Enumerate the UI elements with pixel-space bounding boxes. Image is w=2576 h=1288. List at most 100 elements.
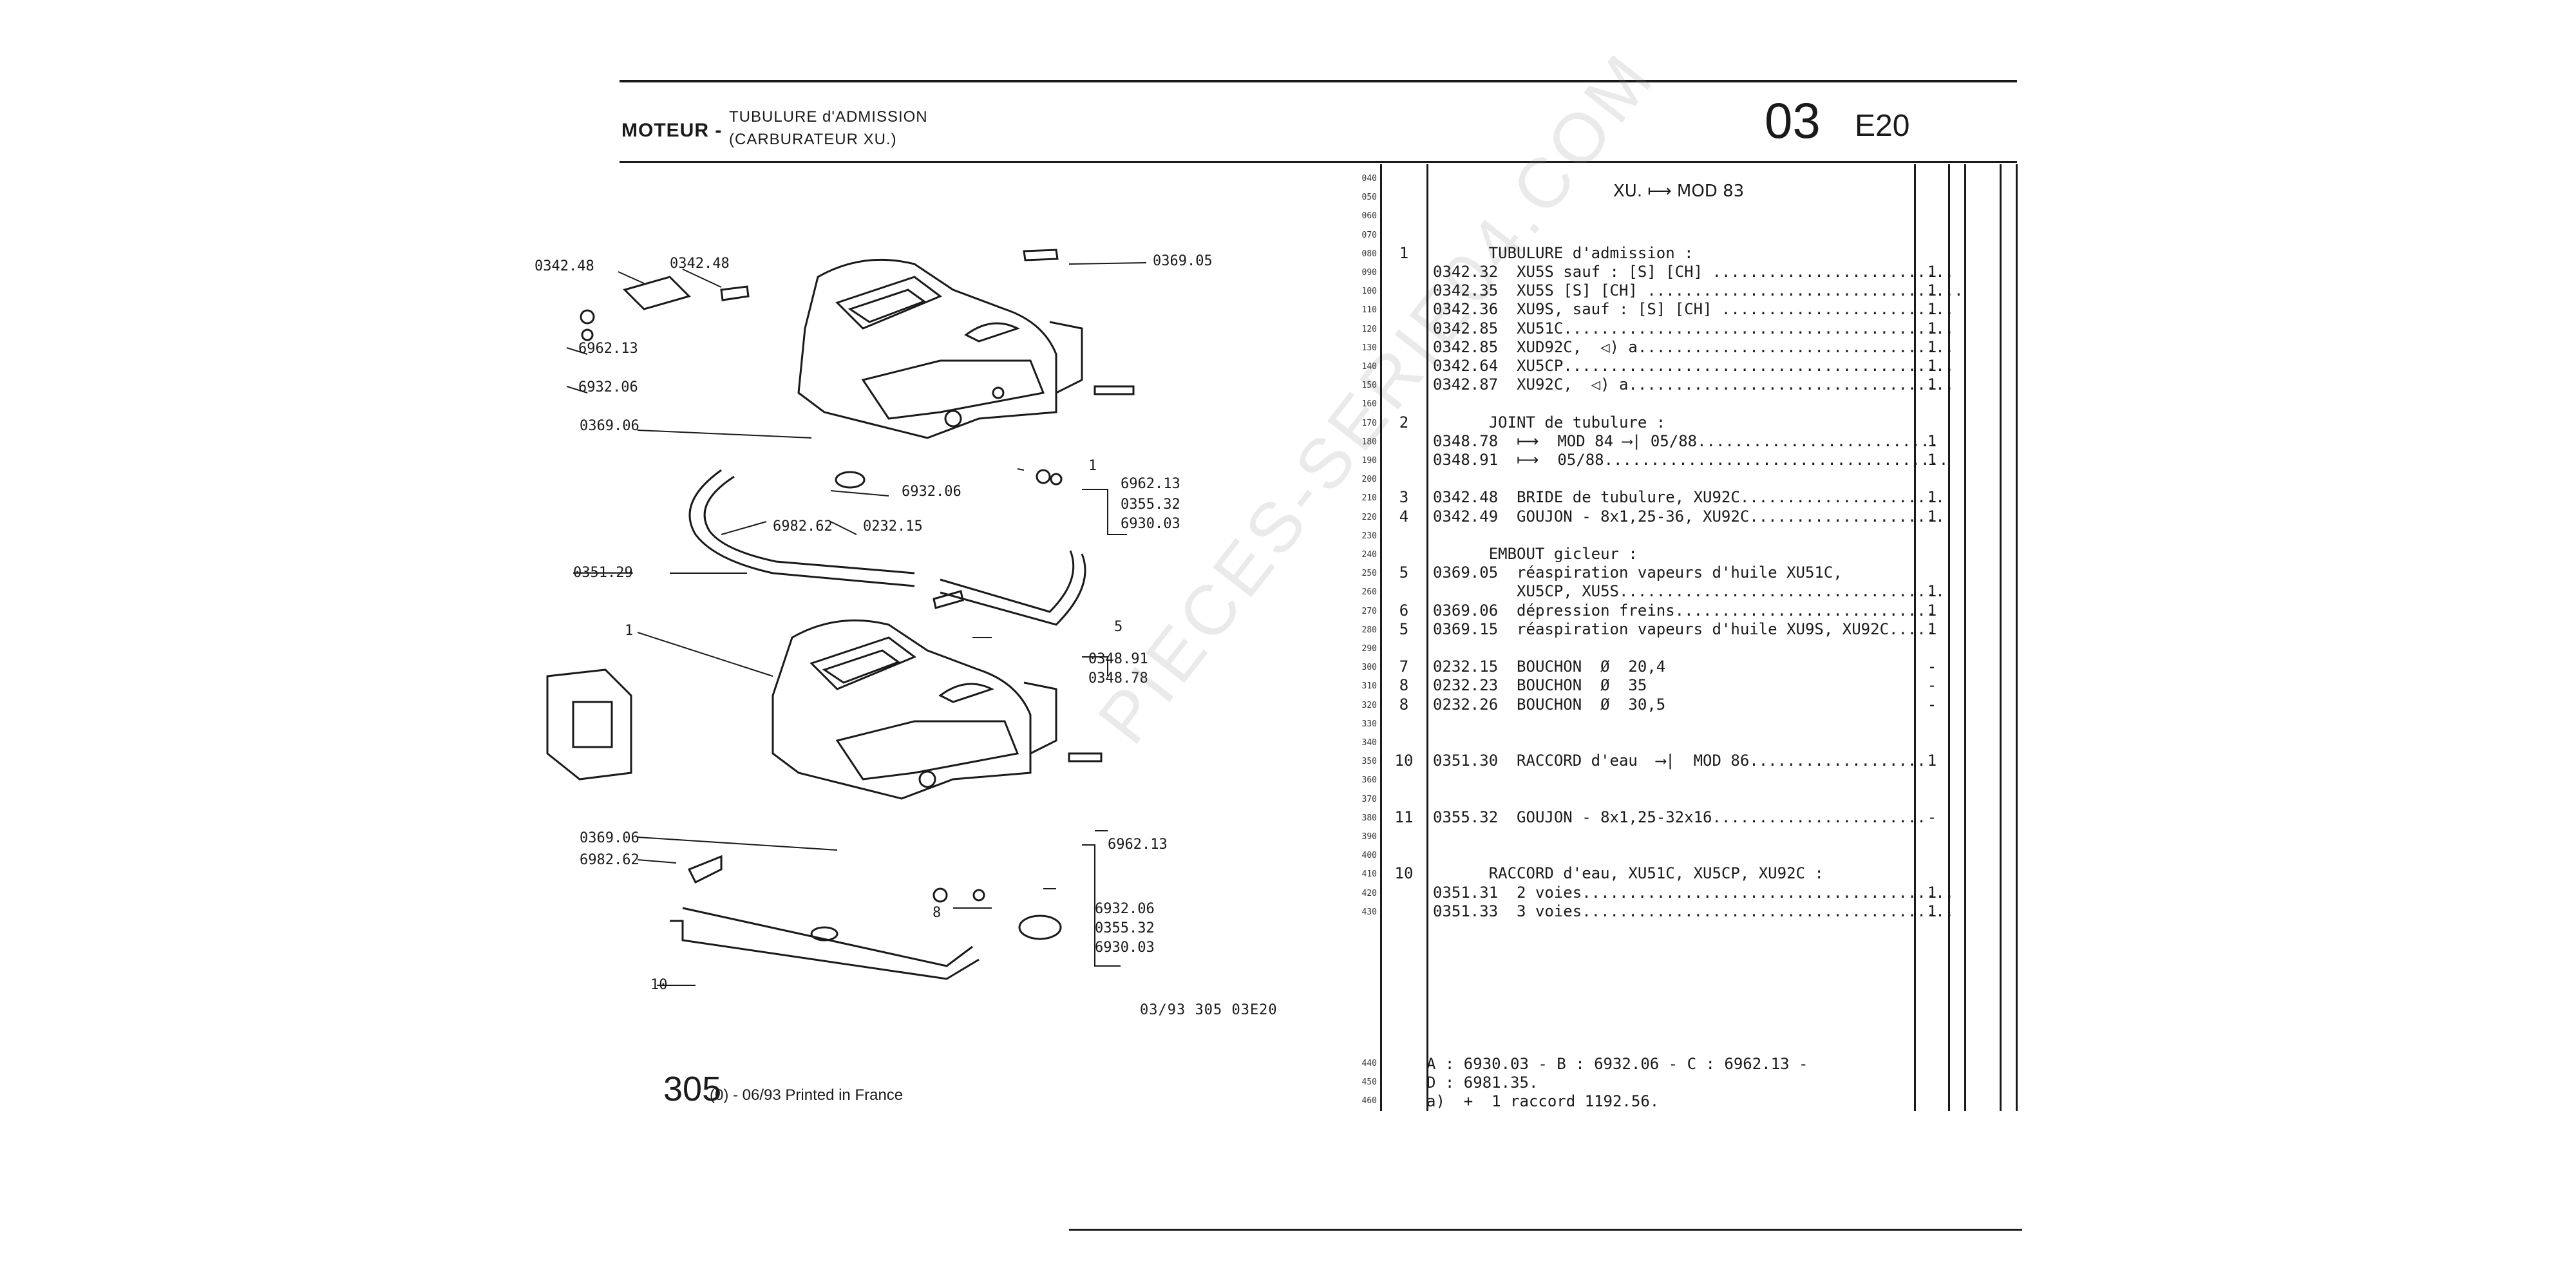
callout-0342-48-b: 0342.48 (670, 256, 730, 272)
row-description: 0351.30 RACCORD d'eau ⟶| MOD 86.........… (1433, 752, 1926, 770)
line-number: 360 (1361, 775, 1377, 786)
callout-0355-32-a: 0355.32 (1121, 497, 1180, 513)
line-number: 120 (1361, 324, 1377, 334)
row-description: EMBOUT gicleur : (1433, 545, 1638, 563)
line-number: 390 (1361, 832, 1377, 842)
row-description: 0342.49 GOUJON - 8x1,25-36, XU92C.......… (1433, 507, 1945, 526)
header-bottom-rule (620, 161, 2017, 163)
line-number: 050 (1361, 193, 1377, 203)
row-description: 0342.32 XU5S sauf : [S] [CH] ...........… (1433, 263, 1955, 281)
line-number: 240 (1361, 550, 1377, 560)
line-number: 180 (1361, 437, 1377, 447)
row-description: RACCORD d'eau, XU51C, XU5CP, XU92C : (1433, 864, 1824, 883)
row-position: 3 (1399, 488, 1409, 507)
callout-0348-78: 0348.78 (1088, 670, 1148, 687)
line-number: 400 (1361, 851, 1377, 861)
callout-0342-48-a: 0342.48 (535, 258, 594, 274)
row-description: 0342.48 BRIDE de tubulure, XU92C........… (1433, 488, 1945, 507)
row-description: 0232.23 BOUCHON Ø 35 (1433, 676, 1647, 695)
row-description: 0351.33 3 voies.........................… (1433, 902, 1955, 920)
callout-1-bottom: 1 (625, 623, 633, 639)
row-quantity: 1 (1927, 601, 1937, 620)
line-number: 110 (1361, 305, 1377, 316)
row-description: 0342.87 XU92C, ◁) a.....................… (1433, 375, 1955, 394)
vacuum-hose (688, 469, 915, 587)
line-number: 350 (1361, 757, 1377, 767)
table-rule-6 (2000, 164, 2002, 1111)
row-description: TUBULURE d'admission : (1433, 243, 1694, 262)
row-description: 0348.78 ⟼ MOD 84 ⟶| 05/88...............… (1433, 431, 1939, 450)
row-description: 0355.32 GOUJON - 8x1,25-32x16...........… (1433, 808, 1926, 826)
row-description: 0342.85 XUD92C, ◁) a....................… (1433, 337, 1955, 356)
row-position: 7 (1399, 658, 1409, 676)
table-rule-4 (1948, 164, 1950, 1111)
row-quantity: - (1927, 658, 1937, 676)
line-number: 430 (1361, 907, 1377, 917)
callout-6932-06-c: 6932.06 (1095, 901, 1155, 917)
exploded-parts-diagram: 0342.48 0342.48 0369.05 6962.13 6932.06 … (535, 249, 1213, 993)
callout-0348-91: 0348.91 (1088, 651, 1148, 667)
row-quantity: 1 (1927, 319, 1937, 337)
callout-0369-06-b: 0369.06 (580, 830, 639, 846)
header-top-rule (620, 80, 2017, 82)
callout-6962-13-c: 6962.13 (1108, 837, 1168, 853)
row-quantity: 1 (1927, 488, 1937, 507)
line-number: 410 (1361, 869, 1377, 880)
note-line-number: 460 (1361, 1096, 1377, 1106)
callout-6982-62-b: 6982.62 (580, 852, 639, 868)
callout-0369-05: 0369.05 (1153, 253, 1213, 269)
line-number: 320 (1361, 700, 1377, 710)
line-number: 380 (1361, 813, 1377, 823)
line-number: 130 (1361, 343, 1377, 353)
note-line-number: 450 (1361, 1077, 1377, 1087)
row-description: 0232.15 BOUCHON Ø 20,4 (1433, 658, 1666, 676)
line-number: 160 (1361, 399, 1377, 410)
callout-6932-06-a: 6932.06 (578, 379, 638, 395)
footer-text: (0) - 06/93 Printed in France (710, 1086, 904, 1104)
callout-0232-15: 0232.15 (863, 518, 923, 535)
row-quantity: 1 (1927, 507, 1937, 526)
footer-model: 305 (663, 1070, 722, 1108)
bottom-rule (1069, 1229, 2022, 1231)
note-line: D : 6981.35. (1426, 1074, 1539, 1092)
row-quantity: 1 (1927, 281, 1937, 300)
row-quantity: 1 (1927, 451, 1937, 469)
callout-6962-13-a: 6962.13 (578, 341, 638, 357)
row-quantity: - (1927, 808, 1937, 826)
row-quantity: - (1927, 676, 1937, 695)
callout-10: 10 (650, 977, 668, 993)
line-number: 090 (1361, 268, 1377, 278)
row-position: 4 (1399, 507, 1409, 526)
row-description: 0351.31 2 voies.........................… (1433, 883, 1955, 902)
line-number: 230 (1361, 531, 1377, 541)
row-description: 0342.35 XU5S [S] [CH] ..................… (1433, 281, 1964, 300)
row-description: 0342.36 XU9S, sauf : [S] [CH] ..........… (1433, 300, 1955, 319)
row-position: 10 (1394, 752, 1414, 770)
line-number: 250 (1361, 569, 1377, 579)
callout-0351-29: 0351.29 (573, 565, 633, 581)
row-description: 0369.05 réaspiration vapeurs d'huile XU5… (1433, 564, 1842, 582)
row-description: 0342.85 XU51C...........................… (1433, 319, 1955, 337)
row-description: 0232.26 BOUCHON Ø 30,5 (1433, 695, 1666, 714)
line-number: 210 (1361, 493, 1377, 504)
callout-0369-06-a: 0369.06 (580, 418, 639, 434)
title-line-2: (CARBURATEUR XU.) (729, 131, 897, 148)
note-line: a) + 1 raccord 1192.56. (1426, 1092, 1660, 1110)
table-rule-7 (2016, 164, 2018, 1111)
line-number: 170 (1361, 418, 1377, 428)
row-position: 1 (1399, 243, 1409, 262)
row-quantity: 1 (1927, 263, 1937, 281)
line-number: 330 (1361, 719, 1377, 729)
title-line-1: TUBULURE d'ADMISSION (729, 108, 928, 126)
row-quantity: 1 (1927, 300, 1937, 319)
line-number: 300 (1361, 663, 1377, 673)
row-quantity: 1 (1927, 902, 1937, 920)
row-description: JOINT de tubulure : (1433, 413, 1666, 431)
row-quantity: 1 (1927, 883, 1937, 902)
row-position: 10 (1394, 864, 1414, 883)
row-position: 5 (1399, 620, 1409, 638)
group-number: 03 (1765, 92, 1821, 149)
line-number: 100 (1361, 287, 1377, 297)
row-position: 8 (1399, 676, 1409, 695)
line-number: 070 (1361, 230, 1377, 240)
